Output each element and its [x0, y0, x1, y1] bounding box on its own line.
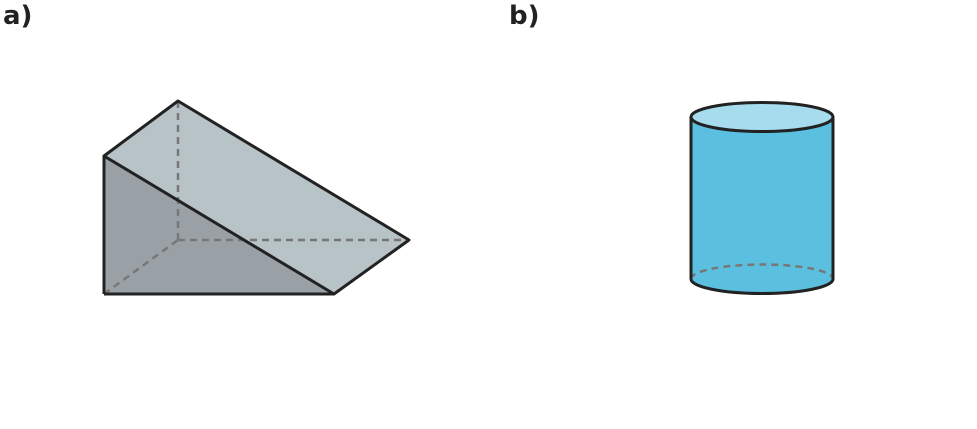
triangular-prism — [102, 99, 411, 296]
cylinder-hidden-base-edge — [689, 263, 835, 280]
prism-visible-edge-slope — [103, 154, 335, 296]
prism-hidden-edge-diagonal — [103, 238, 179, 296]
prism-visible-edges — [102, 99, 411, 296]
cylinder-top-outline — [689, 101, 835, 133]
cylinder-top — [691, 102, 833, 132]
prism-slanted-face — [104, 101, 409, 294]
figure-b-label: b) — [509, 1, 540, 31]
figure-a-label: a) — [3, 1, 33, 31]
cylinder — [689, 101, 835, 295]
cylinder-body — [691, 117, 833, 294]
cylinder-visible-base-edge — [689, 278, 835, 295]
